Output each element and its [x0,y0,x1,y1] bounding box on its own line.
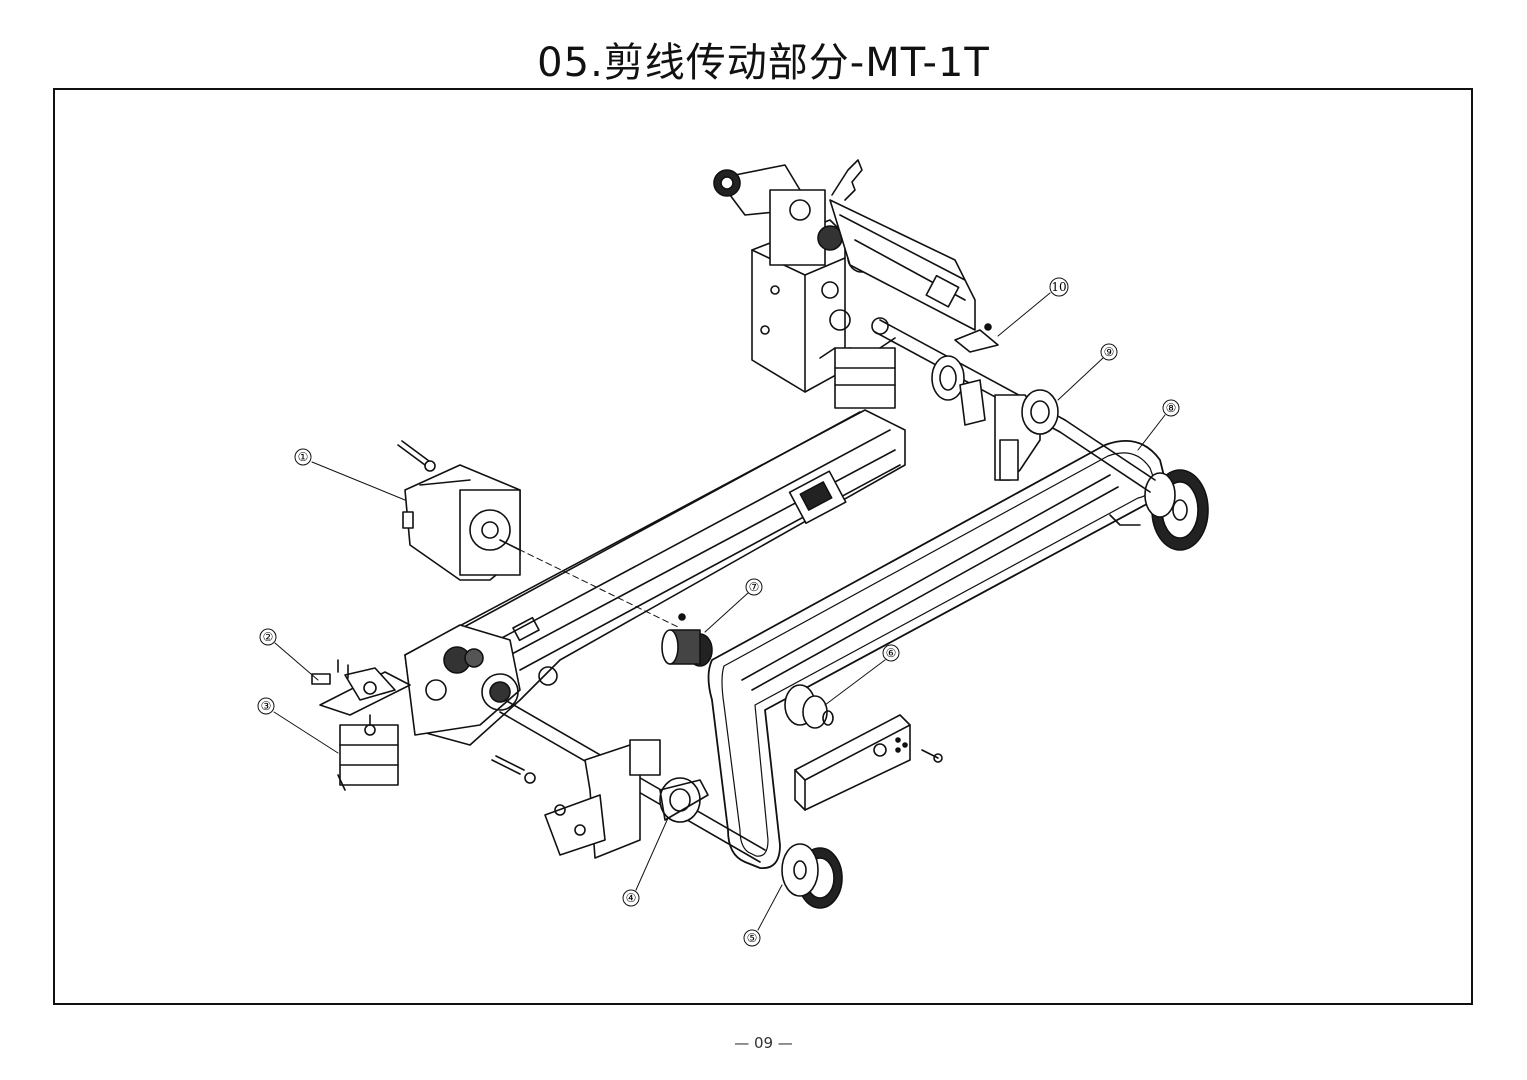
callout-3: ③ [257,697,275,715]
idler-pulley-bracket [784,684,943,811]
callout-3-label: ③ [261,699,272,713]
lower-shaft-assembly [491,699,766,863]
lower-pulley [781,843,843,909]
callout-7: ⑦ [745,578,763,596]
callout-1-label: ① [298,450,309,464]
callout-2: ② [259,628,277,646]
callout-9: ⑨ [1100,343,1118,361]
main-arm [404,409,906,746]
callout-6-label: ⑥ [886,646,897,660]
callout-leaders [273,292,1166,931]
small-motor [337,714,399,791]
page-title: 05.剪线传动部分-MT-1T [537,40,990,86]
small-pulley [661,613,713,667]
callout-4-label: ④ [626,891,637,905]
cutter-mechanism [713,159,1066,433]
page-number: — 09 — [734,1034,793,1052]
bearing-support-right [959,379,1059,481]
callout-8: ⑧ [1162,399,1180,417]
callout-6: ⑥ [882,644,900,662]
callout-7-label: ⑦ [749,580,760,594]
callout-5: ⑤ [743,929,761,947]
callout-2-label: ② [263,630,274,644]
callout-9-label: ⑨ [1104,345,1115,359]
callout-8-label: ⑧ [1166,401,1177,415]
callout-10: 10 [1049,277,1069,297]
drawing-frame [53,88,1473,1005]
stepping-motor [397,440,681,629]
large-pulley-right [1059,419,1209,551]
callout-5-label: ⑤ [747,931,758,945]
timing-belt [707,439,1166,869]
callout-1: ① [294,448,312,466]
callout-4: ④ [622,889,640,907]
callout-10-label: 10 [1051,280,1066,294]
sensor-plate [311,659,411,716]
